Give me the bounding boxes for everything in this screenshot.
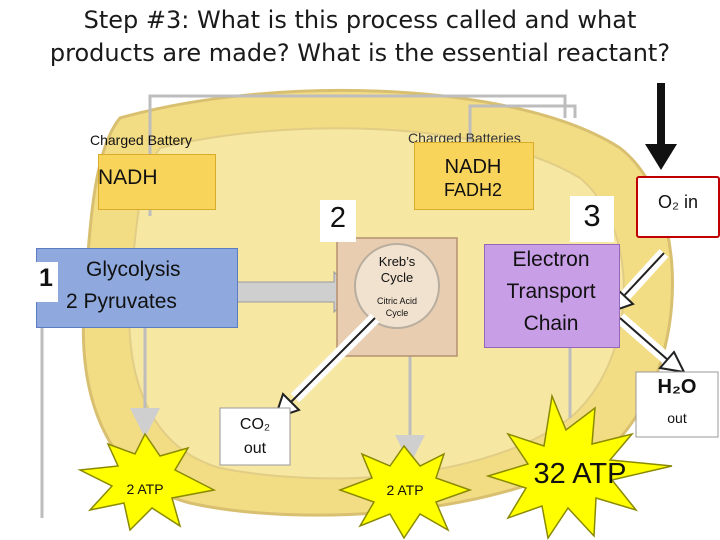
citric-acid-label: Citric Acid bbox=[376, 296, 417, 306]
krebs-cycle-circle bbox=[354, 243, 440, 329]
fadh2-label: FADH2 bbox=[443, 180, 503, 200]
h2o-box bbox=[635, 371, 719, 438]
atp-starburst-etc bbox=[485, 393, 673, 540]
co2-arrow-outline bbox=[289, 317, 376, 404]
nadh-box bbox=[98, 154, 216, 210]
etc-box bbox=[484, 244, 620, 348]
step-2-number: 2 bbox=[329, 202, 347, 234]
o2-arrow-outline bbox=[619, 252, 665, 301]
co2-box bbox=[219, 407, 291, 466]
krebs-label: Kreb’s bbox=[378, 254, 416, 269]
h2o-label: H₂O bbox=[657, 376, 697, 398]
etc-label-line-3: Chain bbox=[523, 312, 579, 335]
atp-etc-label: 32 ATP bbox=[533, 458, 627, 490]
co2-out-label: out bbox=[243, 440, 267, 457]
step-2-box bbox=[320, 200, 356, 242]
page-heading: Step #3: What is this process called and… bbox=[0, 4, 720, 70]
krebs-cycle-label: Cycle bbox=[380, 270, 414, 285]
o2-in-label: O₂ in bbox=[658, 192, 698, 212]
citric-acid-cycle-label: Cycle bbox=[385, 308, 409, 318]
etc-label-line-1: Electron bbox=[512, 248, 590, 271]
heading-line-1: Step #3: What is this process called and… bbox=[83, 6, 637, 34]
h2o-arrow-head bbox=[658, 350, 686, 374]
heading-line-2: products are made? What is the essential… bbox=[49, 39, 671, 67]
h2o-out-label: out bbox=[667, 410, 687, 426]
atp-glycolysis-label: 2 ATP bbox=[126, 481, 164, 497]
step-3-box bbox=[570, 196, 614, 242]
step-1-box bbox=[34, 262, 58, 302]
nadh-label-2: NADH bbox=[444, 156, 502, 178]
atp-starburst-glycolysis bbox=[77, 432, 217, 532]
h2o-arrow-outline bbox=[619, 317, 669, 361]
pyruvates-label: 2 Pyruvates bbox=[66, 290, 177, 313]
o2-in-box bbox=[636, 176, 720, 238]
atp-krebs-label: 2 ATP bbox=[386, 482, 424, 498]
etc-label-line-2: Transport bbox=[506, 280, 596, 303]
nadh-fadh2-box bbox=[414, 142, 534, 210]
step-1-number: 1 bbox=[39, 264, 53, 292]
glycolysis-label: Glycolysis bbox=[86, 258, 181, 281]
glycolysis-box bbox=[36, 248, 238, 328]
co2-label: CO₂ bbox=[239, 416, 271, 433]
black-arrow-head bbox=[645, 144, 677, 170]
atp-starburst-krebs bbox=[337, 444, 473, 540]
step-3-number: 3 bbox=[583, 198, 601, 233]
nadh-label: NADH bbox=[98, 166, 158, 189]
cellular-respiration-diagram: Charged Battery Charged Batteries NADH N… bbox=[0, 78, 720, 540]
black-arrow-shaft bbox=[657, 83, 665, 153]
charged-battery-label: Charged Battery bbox=[90, 132, 192, 148]
krebs-nadh-return-line bbox=[468, 104, 577, 156]
